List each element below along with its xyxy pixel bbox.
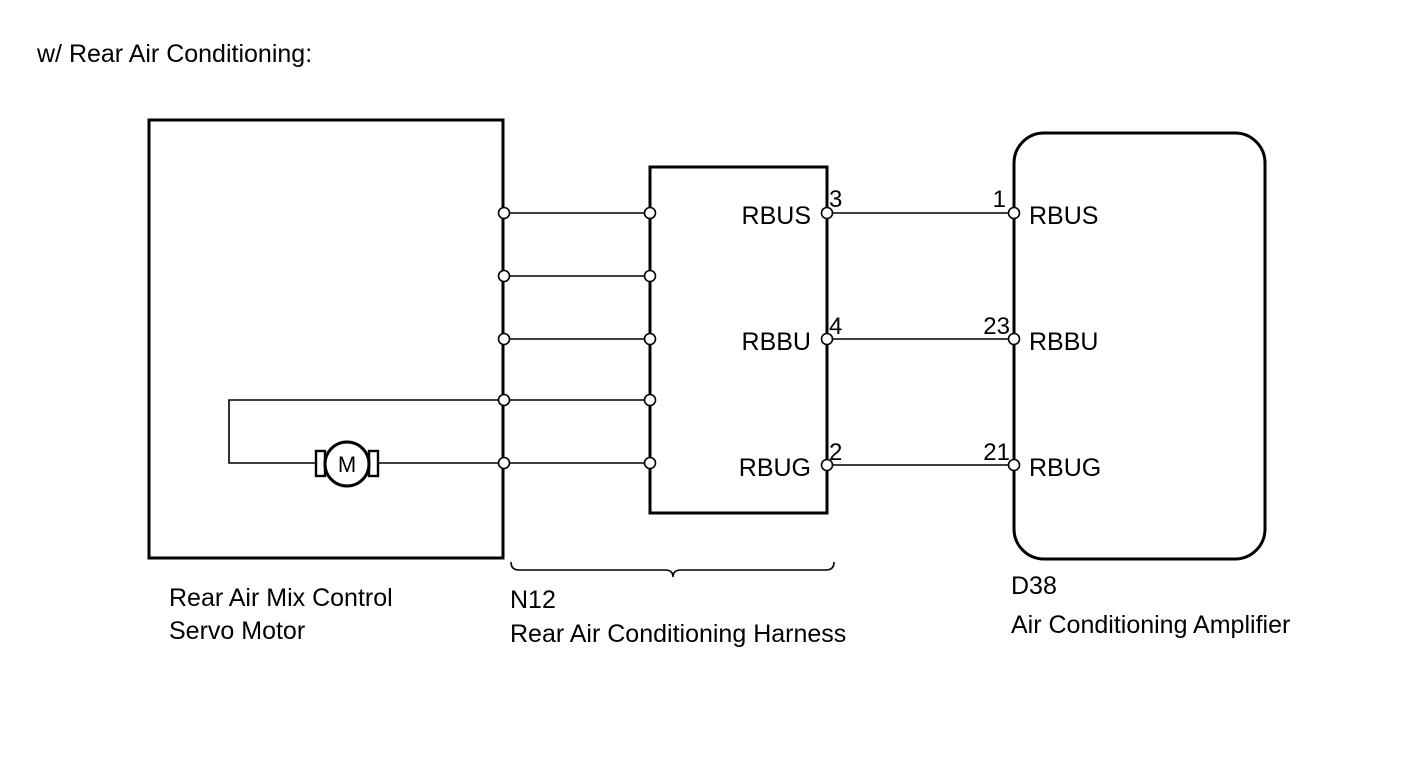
motor-loop-wire: [228, 399, 504, 464]
harness-name: Rear Air Conditioning Harness: [510, 620, 846, 648]
terminal: [497, 332, 511, 346]
servo-motor-box: [147, 118, 505, 560]
terminal: [497, 206, 511, 220]
terminal: [643, 206, 657, 220]
amplifier-pin-label: RBBU: [1029, 328, 1098, 356]
terminal: [643, 393, 657, 407]
servo-terminals: [497, 206, 511, 470]
amplifier-pin-label: RBUG: [1029, 454, 1101, 482]
servo-motor-name-line1: Rear Air Mix Control: [169, 584, 393, 612]
harness-pin-number: 4: [829, 313, 842, 340]
terminal: [1007, 206, 1021, 220]
harness-left-terminals: [643, 206, 657, 470]
amplifier-box: [1012, 131, 1267, 561]
terminal: [497, 456, 511, 470]
amplifier-code: D38: [1011, 572, 1057, 600]
diagram-title: w/ Rear Air Conditioning:: [36, 40, 312, 68]
terminal: [1007, 332, 1021, 346]
servo-motor-name-line2: Servo Motor: [169, 617, 305, 645]
harness-right-terminals: [820, 206, 834, 472]
amplifier-terminals: [1007, 206, 1021, 472]
harness-brace: [510, 561, 835, 578]
amplifier-pin-number: 23: [983, 313, 1010, 340]
amplifier-pin-label: RBUS: [1029, 202, 1098, 230]
terminal: [820, 332, 834, 346]
terminal: [643, 332, 657, 346]
harness-pin-number: 2: [829, 439, 842, 466]
terminal: [1007, 458, 1021, 472]
harness-to-amplifier-wires: [827, 212, 1014, 466]
harness-pin-label: RBUS: [742, 202, 811, 230]
amplifier-pin-number: 1: [993, 186, 1006, 213]
amplifier-pin-number: 21: [983, 439, 1010, 466]
terminal: [643, 456, 657, 470]
harness-pin-label: RBBU: [742, 328, 811, 356]
terminal: [643, 269, 657, 283]
harness-pin-number: 3: [829, 186, 842, 213]
terminal: [497, 269, 511, 283]
motor-icon: [323, 440, 371, 488]
amplifier-name: Air Conditioning Amplifier: [1011, 611, 1290, 639]
servo-to-harness-wires: [504, 212, 650, 464]
harness-code: N12: [510, 586, 556, 614]
terminal: [497, 393, 511, 407]
harness-pin-label: RBUG: [739, 454, 811, 482]
motor-symbol-label: M: [338, 452, 356, 477]
terminal: [820, 206, 834, 220]
motor-circuit: M: [228, 399, 504, 488]
terminal: [820, 458, 834, 472]
